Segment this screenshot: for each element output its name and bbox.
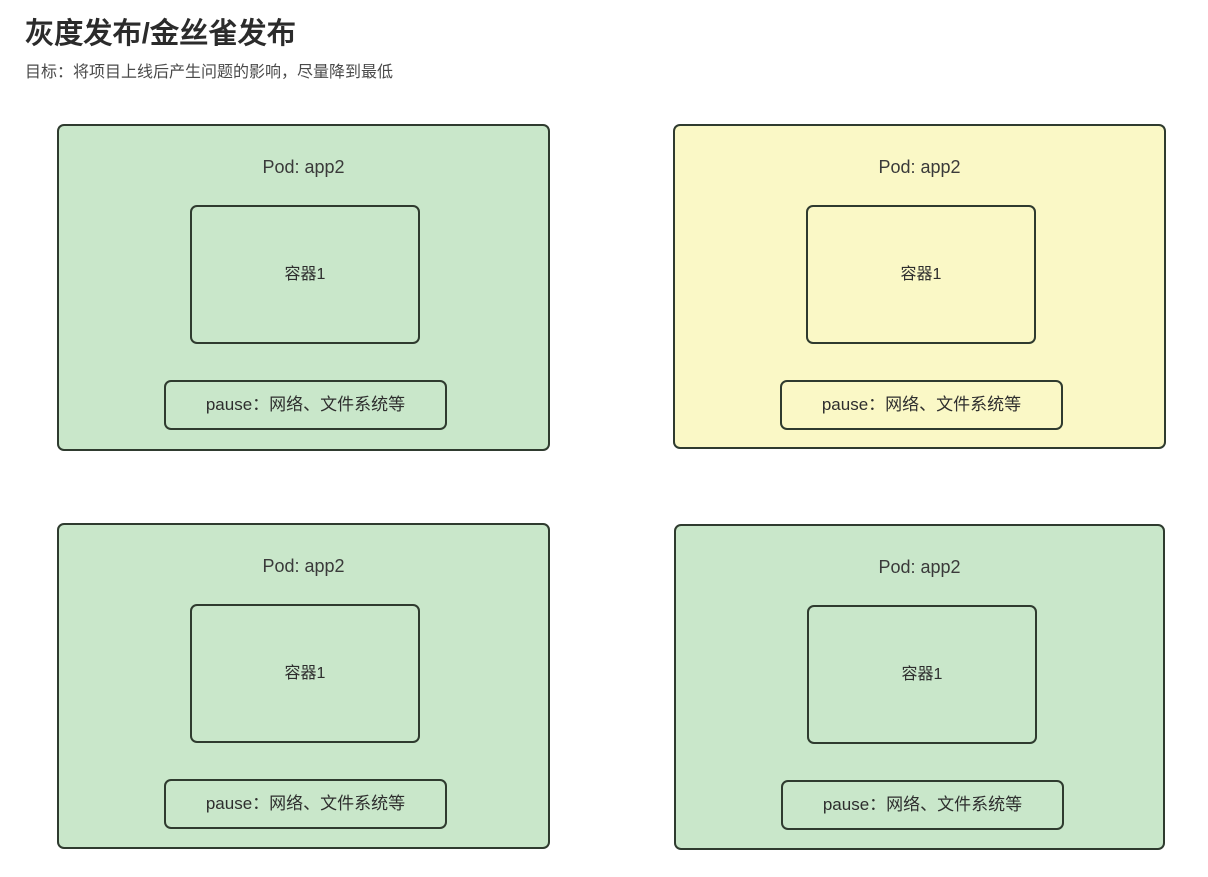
page-title: 灰度发布/金丝雀发布	[25, 18, 297, 50]
pause-box-3[interactable]: pause：网络、文件系统等	[164, 779, 447, 829]
pod-card-3[interactable]: Pod: app2 容器1 pause：网络、文件系统等	[57, 523, 550, 849]
pod-title-2: Pod: app2	[878, 157, 961, 177]
pause-box-4[interactable]: pause：网络、文件系统等	[781, 780, 1064, 830]
pause-label-1: pause：网络、文件系统等	[205, 395, 406, 414]
container-label-2: 容器1	[900, 265, 942, 283]
pod-title-4: Pod: app2	[878, 557, 961, 577]
pause-label-3: pause：网络、文件系统等	[205, 794, 406, 813]
container-label-3: 容器1	[284, 664, 326, 682]
container-box-2[interactable]: 容器1	[806, 205, 1036, 344]
pause-box-1[interactable]: pause：网络、文件系统等	[164, 380, 447, 430]
page-header: 灰度发布/金丝雀发布 目标：将项目上线后产生问题的影响，尽量降到最低	[25, 16, 1125, 84]
pod-title-3: Pod: app2	[262, 556, 345, 576]
pause-label-2: pause：网络、文件系统等	[821, 395, 1022, 414]
container-box-1[interactable]: 容器1	[190, 205, 420, 344]
pod-card-2[interactable]: Pod: app2 容器1 pause：网络、文件系统等	[673, 124, 1166, 449]
container-box-4[interactable]: 容器1	[807, 605, 1037, 744]
page-subtitle: 目标：将项目上线后产生问题的影响，尽量降到最低	[25, 64, 394, 81]
pod-card-1[interactable]: Pod: app2 容器1 pause：网络、文件系统等	[57, 124, 550, 451]
pod-card-4[interactable]: Pod: app2 容器1 pause：网络、文件系统等	[674, 524, 1165, 850]
pause-label-4: pause：网络、文件系统等	[822, 795, 1023, 814]
container-label-4: 容器1	[901, 665, 943, 683]
container-box-3[interactable]: 容器1	[190, 604, 420, 743]
pause-box-2[interactable]: pause：网络、文件系统等	[780, 380, 1063, 430]
container-label-1: 容器1	[284, 265, 326, 283]
pod-title-1: Pod: app2	[262, 157, 345, 177]
